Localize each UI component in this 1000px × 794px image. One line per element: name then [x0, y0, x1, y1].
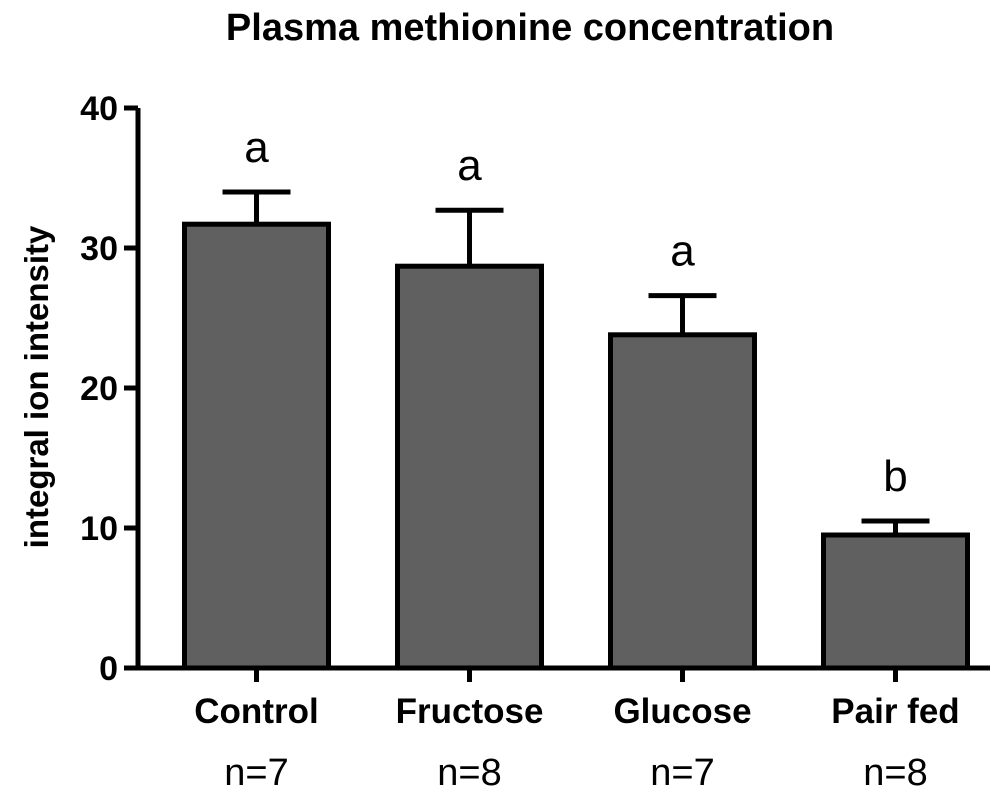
category-label: Pair fed — [831, 692, 959, 731]
bar-control — [182, 221, 331, 671]
y-tick-label: 40 — [80, 90, 118, 128]
significance-label: a — [457, 141, 482, 190]
sample-size-label: n=8 — [437, 752, 501, 794]
bar-glucose — [608, 332, 757, 671]
category-label: Glucose — [613, 692, 751, 731]
y-tick-label: 30 — [80, 230, 118, 268]
bar-pair-fed — [821, 532, 970, 671]
bar-fructose — [395, 263, 544, 671]
category-label: Fructose — [396, 692, 544, 731]
significance-label: b — [883, 452, 907, 501]
sample-size-label: n=8 — [863, 752, 927, 794]
y-axis-label: integral ion intensity — [18, 225, 55, 548]
significance-label: a — [670, 227, 695, 276]
sample-size-label: n=7 — [224, 752, 288, 794]
sample-size-label: n=7 — [650, 752, 714, 794]
significance-label: a — [244, 123, 269, 172]
chart-title: Plasma methionine concentration — [226, 7, 834, 49]
y-tick-label: 20 — [80, 370, 118, 408]
y-tick-label: 10 — [80, 510, 118, 548]
y-tick-label: 0 — [99, 650, 118, 688]
category-label: Control — [194, 692, 318, 731]
